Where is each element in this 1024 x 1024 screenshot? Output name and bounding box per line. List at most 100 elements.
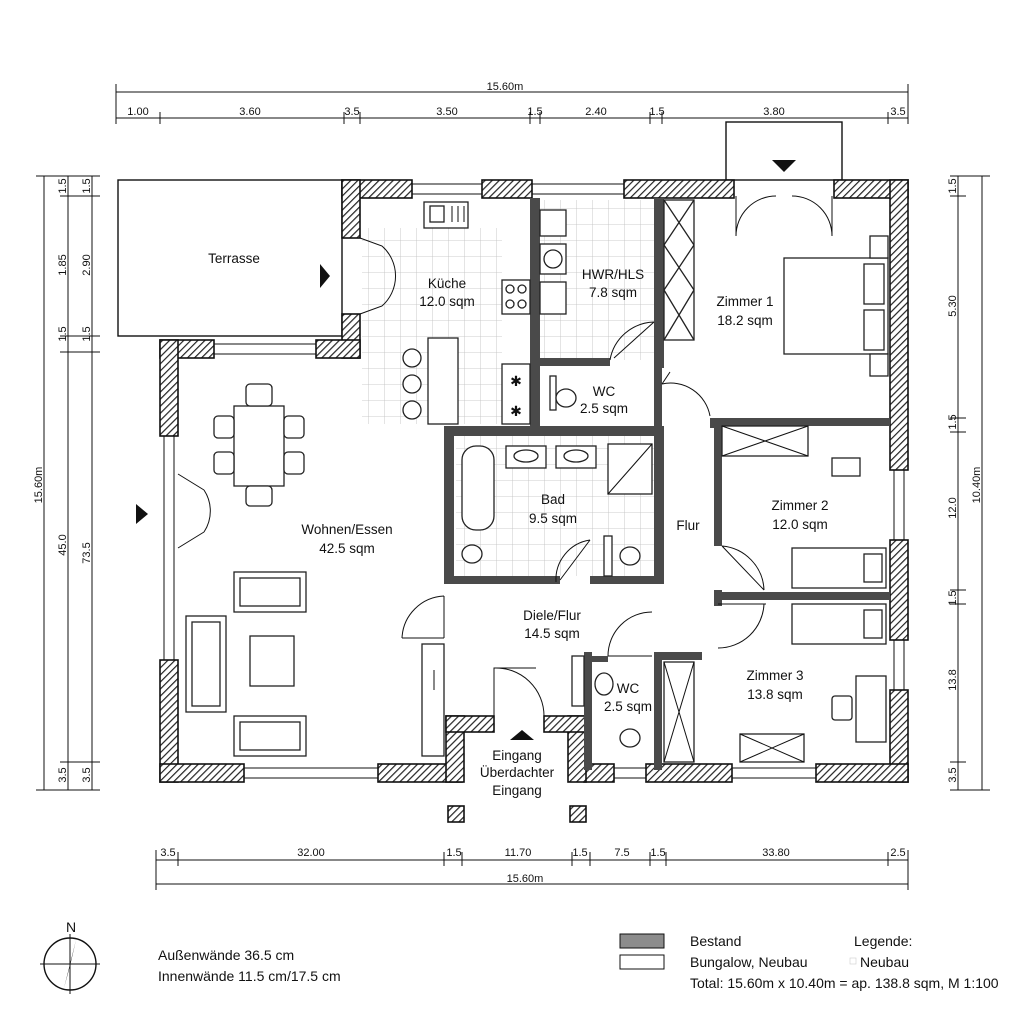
storage-cabinet <box>663 199 695 341</box>
stove <box>501 279 531 315</box>
dim-right-1: 1.5 <box>947 178 959 193</box>
dim-bottom-3: 1.5 <box>446 847 461 859</box>
dim-bottom-total: 15.60m <box>507 873 544 885</box>
outer-walls <box>159 179 909 823</box>
side-entry-arrow <box>136 504 148 524</box>
dim-right-7: 3.5 <box>947 767 959 782</box>
room-wohnen-area: 42.5 sqm <box>319 541 375 556</box>
note-outer-walls: Außenwände 36.5 cm <box>158 947 294 963</box>
bath-toilet <box>461 544 483 564</box>
bathtub <box>461 445 495 531</box>
dining-chairs <box>213 383 305 507</box>
inner-walls <box>444 198 890 770</box>
room-wc2-area: 2.5 sqm <box>604 699 652 714</box>
dim-bottom-8: 33.80 <box>762 847 790 859</box>
dim-left-b1: 1.5 <box>81 178 93 193</box>
svg-text:✱: ✱ <box>510 403 522 419</box>
room-zimmer3-area: 13.8 sqm <box>747 687 803 702</box>
dim-right-total: 10.40m <box>971 467 983 504</box>
dim-top-6: 2.40 <box>585 106 606 118</box>
room-zimmer2-area: 12.0 sqm <box>772 517 828 532</box>
dim-left-a4: 45.0 <box>57 534 69 555</box>
dim-top-4: 3.50 <box>436 106 457 118</box>
dim-bottom-4: 11.70 <box>505 847 532 859</box>
compass-north-label: N <box>66 919 76 935</box>
bidet <box>619 546 641 566</box>
room-diele-name: Diele/Flur <box>523 608 581 623</box>
room-kueche-area: 12.0 sqm <box>419 294 475 309</box>
room-bad-name: Bad <box>541 492 565 507</box>
dryer <box>539 281 567 315</box>
dimensions-left: 15.60m 1.5 1.85 1.5 45.0 3.5 1.5 2.90 1.… <box>33 175 100 791</box>
dim-right-2: 5.30 <box>947 295 959 316</box>
room-flur-label: Flur <box>676 518 700 533</box>
dim-bottom-1: 3.5 <box>160 847 175 859</box>
toilet <box>555 388 577 408</box>
dim-bottom-9: 2.5 <box>890 847 905 859</box>
legend-total: Total: 15.60m x 10.40m = ap. 138.8 sqm, … <box>690 975 999 991</box>
note-inner-walls: Innenwände 11.5 cm/17.5 cm <box>158 968 341 984</box>
legend-bestand: Bestand <box>690 933 741 949</box>
room-hwr-area: 7.8 sqm <box>589 285 637 300</box>
legend-neubau-line: Bungalow, Neubau <box>690 954 808 970</box>
room-wc1-area: 2.5 sqm <box>580 401 628 416</box>
dim-bottom-5: 1.5 <box>572 847 587 859</box>
dim-bottom-2: 32.00 <box>297 847 325 859</box>
boiler <box>539 209 567 237</box>
dimensions-bottom: 3.5 32.00 1.5 11.70 1.5 7.5 1.5 33.80 2.… <box>155 847 909 890</box>
room-zimmer3-name: Zimmer 3 <box>747 668 804 683</box>
sofa-set <box>185 571 307 757</box>
room-zimmer1-name: Zimmer 1 <box>717 294 774 309</box>
dim-left-b5: 3.5 <box>81 767 93 782</box>
legend-swatch-neubau <box>619 954 665 970</box>
furniture: ✱ ✱ <box>185 199 889 763</box>
dim-bottom-6: 7.5 <box>614 847 629 859</box>
dim-left-b3: 1.5 <box>81 326 93 341</box>
room-wc2-name: WC <box>617 681 640 696</box>
desk-2 <box>831 457 861 477</box>
dim-top-3: 3.5 <box>344 106 359 118</box>
dim-top-7: 1.5 <box>649 106 664 118</box>
dim-right-3: 1.5 <box>947 414 959 429</box>
dim-bottom-7: 1.5 <box>650 847 665 859</box>
doors <box>177 195 833 717</box>
dim-top-total: 15.60m <box>487 81 524 93</box>
room-zimmer1-area: 18.2 sqm <box>717 313 773 328</box>
kitchen-island <box>427 337 459 425</box>
desk-3 <box>855 675 887 743</box>
dimensions-top: 15.60m 1.00 3.60 3.5 3.50 1.5 2.40 1.5 3… <box>115 81 909 124</box>
room-zimmer2-name: Zimmer 2 <box>772 498 829 513</box>
terrace-entry-arrow <box>320 264 330 288</box>
dim-top-2: 3.60 <box>239 106 260 118</box>
dim-left-a3: 1.5 <box>57 326 69 341</box>
dim-right-4: 12.0 <box>947 497 959 518</box>
dim-left-b2: 2.90 <box>81 254 93 275</box>
dining-table <box>233 405 285 487</box>
fridge <box>501 363 531 425</box>
legend: Bestand Bungalow, Neubau Legende: Neubau… <box>619 933 999 991</box>
dim-top-8: 3.80 <box>763 106 784 118</box>
legend-neubau: Neubau <box>860 954 909 970</box>
room-labels: Küche 12.0 sqm HWR/HLS 7.8 sqm Zimmer 1 … <box>301 267 828 798</box>
dim-left-a5: 3.5 <box>57 767 69 782</box>
dim-right-6: 13.8 <box>947 669 959 690</box>
dim-right-5: 1.5 <box>947 590 959 605</box>
room-diele-area: 14.5 sqm <box>524 626 580 641</box>
dim-left-total: 15.60m <box>33 467 45 504</box>
wardrobe <box>421 643 445 757</box>
room-terrasse-label: Terrasse <box>208 251 260 266</box>
terrace <box>117 179 343 337</box>
dim-left-a2: 1.85 <box>57 254 69 275</box>
legend-title: Legende: <box>854 933 912 949</box>
room-kueche-name: Küche <box>428 276 466 291</box>
wc2-toilet <box>619 728 641 748</box>
main-entry-arrow <box>510 730 534 740</box>
room-entry-3: Eingang <box>492 783 542 798</box>
balcony-arrow <box>772 160 796 172</box>
compass: N <box>40 919 100 994</box>
room-bad-area: 9.5 sqm <box>529 511 577 526</box>
dim-left-a1: 1.5 <box>57 178 69 193</box>
windows <box>163 183 905 779</box>
room-entry-1: Eingang <box>492 748 542 763</box>
